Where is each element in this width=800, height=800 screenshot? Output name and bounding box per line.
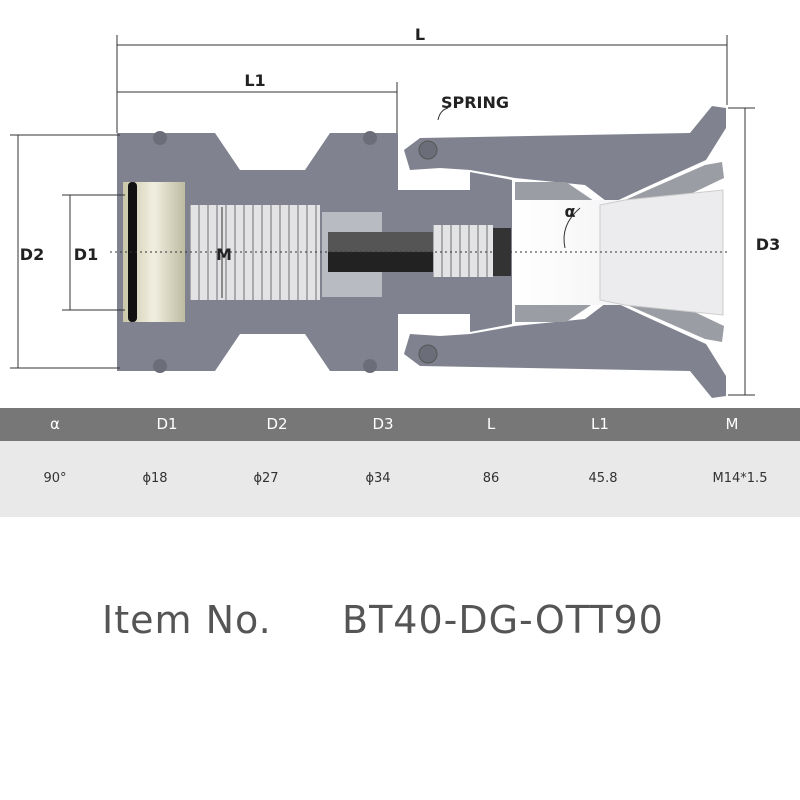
label-alpha: α [565,202,576,221]
label-D1: D1 [74,245,98,264]
label-M: M [216,245,232,264]
screw-thread [433,225,493,277]
item-label: Item No. [102,598,272,642]
table-header: α D1 D2 D3 L L1 M [0,408,800,441]
label-D2: D2 [20,245,44,264]
pull-stud-cross-section-drawing: L L1 D2 D1 D3 M α SPRING [10,25,780,399]
label-L1: L1 [244,71,265,90]
value-d1: ϕ18 [142,471,168,486]
value-l1: 45.8 [588,471,618,486]
label-spring: SPRING [441,93,509,112]
spec-table: α D1 D2 D3 L L1 M 90° ϕ18 ϕ27 ϕ34 86 45.… [0,408,800,517]
header-l1: L1 [591,415,609,433]
o-ring [128,182,137,322]
dimension-lines [10,35,755,396]
value-alpha: 90° [43,471,67,486]
header-d3: D3 [372,415,394,433]
header-d2: D2 [266,415,288,433]
label-D3: D3 [756,235,780,254]
table-row: 90° ϕ18 ϕ27 ϕ34 86 45.8 M14*1.5 [0,441,800,517]
header-m: M [725,415,739,433]
label-L: L [415,25,425,44]
value-m: M14*1.5 [712,471,768,486]
item-number: BT40-DG-OTT90 [342,598,664,642]
screw-dark [328,252,433,272]
value-l: 86 [482,471,500,486]
header-d1: D1 [156,415,178,433]
header-alpha: α [50,415,60,433]
header-l: L [486,415,496,433]
value-d3: ϕ34 [365,471,391,486]
value-d2: ϕ27 [253,471,279,486]
